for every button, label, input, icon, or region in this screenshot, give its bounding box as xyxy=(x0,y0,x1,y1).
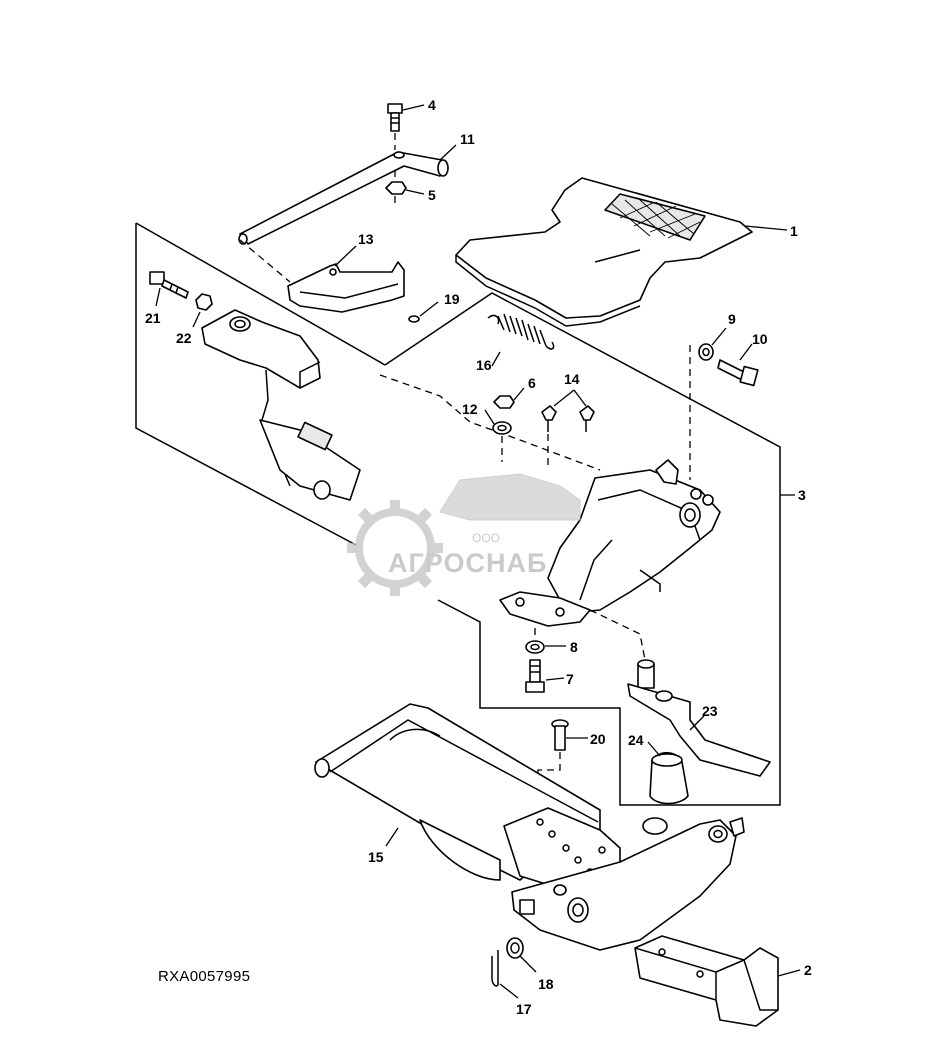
callout-5: 5 xyxy=(428,187,436,203)
callout-8: 8 xyxy=(570,639,578,655)
callout-12: 12 xyxy=(462,401,478,417)
callout-21: 21 xyxy=(145,310,161,326)
callout-10: 10 xyxy=(752,331,768,347)
bracket-13 xyxy=(239,239,439,323)
callout-22: 22 xyxy=(176,330,192,346)
seat-base-15 xyxy=(314,703,745,951)
tractor-silhouette-icon xyxy=(439,473,581,521)
figure-id: RXA0057995 xyxy=(158,968,250,985)
pin-17-18 xyxy=(491,937,537,999)
callout-2: 2 xyxy=(804,962,812,978)
pedal-housing xyxy=(499,459,721,627)
callout-16: 16 xyxy=(476,357,492,373)
callout-15: 15 xyxy=(368,849,384,865)
callout-3: 3 xyxy=(798,487,806,503)
watermark-prefix: ООО xyxy=(472,531,500,545)
bracket-2 xyxy=(634,935,801,1027)
callout-23: 23 xyxy=(702,703,718,719)
callout-18: 18 xyxy=(538,976,554,992)
callout-7: 7 xyxy=(566,671,574,687)
callout-4: 4 xyxy=(428,97,436,113)
spring-16 xyxy=(487,313,555,367)
gear-icon xyxy=(347,500,443,596)
callout-19: 19 xyxy=(444,291,460,307)
floor-mat xyxy=(455,177,788,327)
pedal-arm-23 xyxy=(589,609,771,805)
callout-9: 9 xyxy=(728,311,736,327)
callout-6: 6 xyxy=(528,375,536,391)
rod-assembly xyxy=(238,103,457,245)
hardware-6-12-14 xyxy=(484,387,595,466)
bolt-9-10 xyxy=(689,327,759,480)
watermark: ООО АГРОСНАБ xyxy=(347,473,581,596)
assembly-frame xyxy=(135,222,795,806)
callout-24: 24 xyxy=(628,732,644,748)
bolt-7-8 xyxy=(525,628,566,693)
callout-14: 14 xyxy=(564,371,580,387)
callout-13: 13 xyxy=(358,231,374,247)
callout-1: 1 xyxy=(790,223,798,239)
lever-arm xyxy=(149,271,601,501)
callout-labels: 1 2 3 4 5 6 7 8 9 10 11 12 13 14 15 16 1… xyxy=(145,97,812,1017)
callout-17: 17 xyxy=(516,1001,532,1017)
watermark-company: АГРОСНАБ xyxy=(388,548,547,578)
callout-20: 20 xyxy=(590,731,606,747)
callout-11: 11 xyxy=(460,131,475,147)
